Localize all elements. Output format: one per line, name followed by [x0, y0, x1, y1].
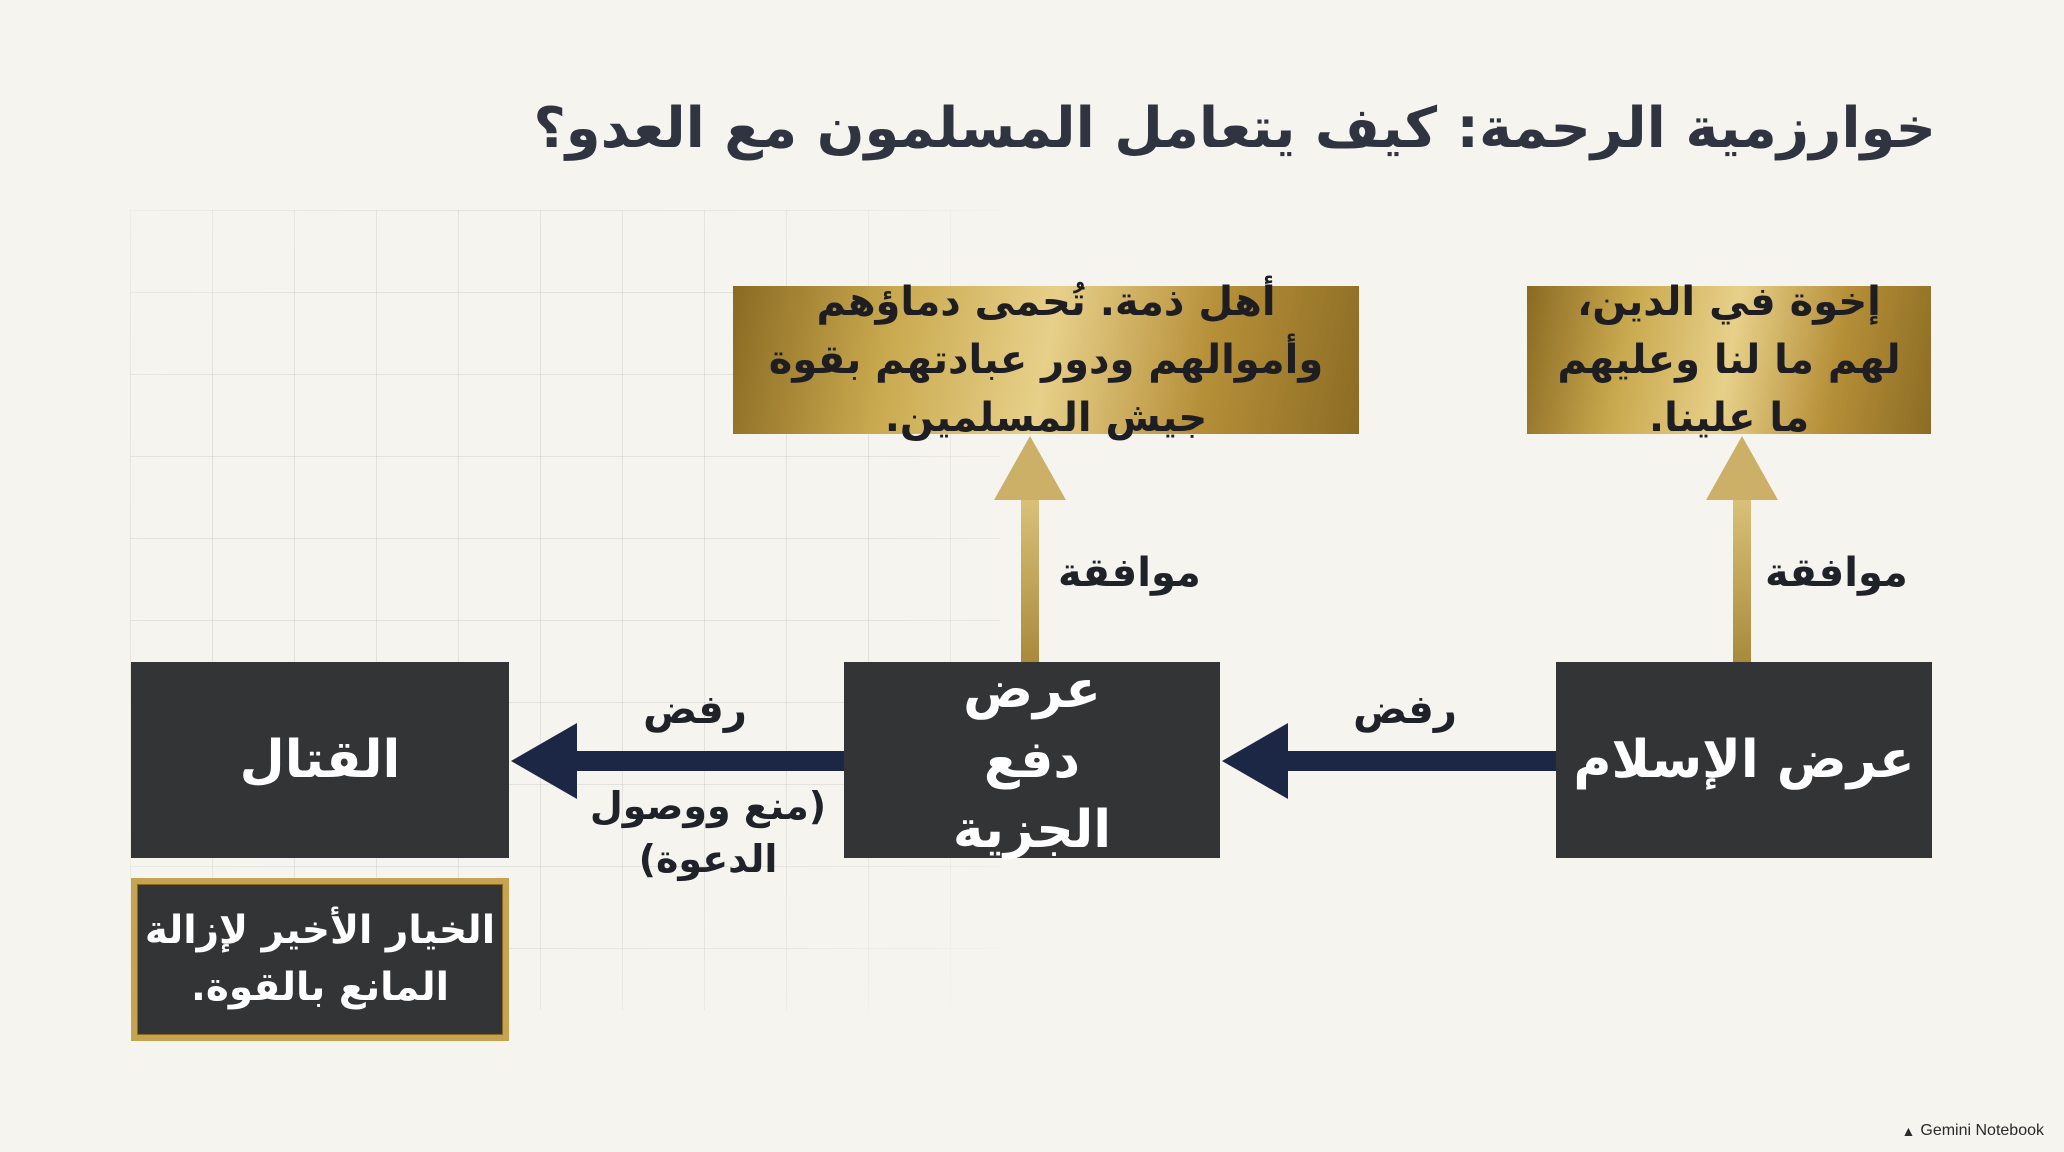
reject-arrow-1-shaft: [1285, 751, 1556, 771]
reject-label-1: رفض: [1353, 687, 1457, 733]
accept-arrow-2-head: [994, 436, 1066, 500]
page-title: خوارزمية الرحمة: كيف يتعامل المسلمون مع …: [533, 96, 1936, 161]
gemini-notebook-icon: ▲: [1901, 1123, 1916, 1139]
accept-arrow-1-head: [1706, 436, 1778, 500]
last-resort-note-text: الخيار الأخير لإزالة المانع بالقوة.: [144, 907, 496, 1010]
reject-label-2: رفض: [643, 687, 747, 733]
watermark: ▲ Gemini Notebook: [1902, 1122, 2044, 1140]
accept-label-2: موافقة: [1058, 550, 1201, 596]
node-fighting-label: القتال: [239, 729, 401, 790]
outcome-brotherhood-box: إخوة في الدين، لهم ما لنا وعليهم ما علين…: [1527, 279, 1931, 441]
outcome-brotherhood-text: إخوة في الدين، لهم ما لنا وعليهم ما علين…: [1557, 279, 1901, 441]
node-islam-offer: عرض الإسلام: [1556, 662, 1932, 858]
node-islam-offer-label: عرض الإسلام: [1573, 729, 1915, 790]
accept-label-1: موافقة: [1765, 550, 1908, 596]
last-resort-note: الخيار الأخير لإزالة المانع بالقوة.: [131, 878, 509, 1041]
reject-arrow-2-shaft: [574, 751, 844, 771]
node-jizya-offer: عرض دفع الجزية: [844, 660, 1220, 860]
reject-arrow-1-head: [1222, 723, 1288, 799]
outcome-dhimma-text: أهل ذمة. تُحمى دماؤهم وأموالهم ودور عباد…: [768, 279, 1324, 441]
reject-arrow-2-head: [511, 723, 577, 799]
accept-arrow-2-shaft: [1021, 498, 1039, 662]
outcome-dhimma-box: أهل ذمة. تُحمى دماؤهم وأموالهم ودور عباد…: [733, 279, 1359, 441]
node-jizya-offer-label: عرض دفع الجزية: [952, 659, 1112, 861]
accept-arrow-1-shaft: [1733, 498, 1751, 662]
reject-reason-label: (منع ووصول الدعوة): [589, 784, 827, 882]
watermark-text: Gemini Notebook: [1920, 1122, 2044, 1139]
node-fighting: القتال: [131, 662, 509, 858]
